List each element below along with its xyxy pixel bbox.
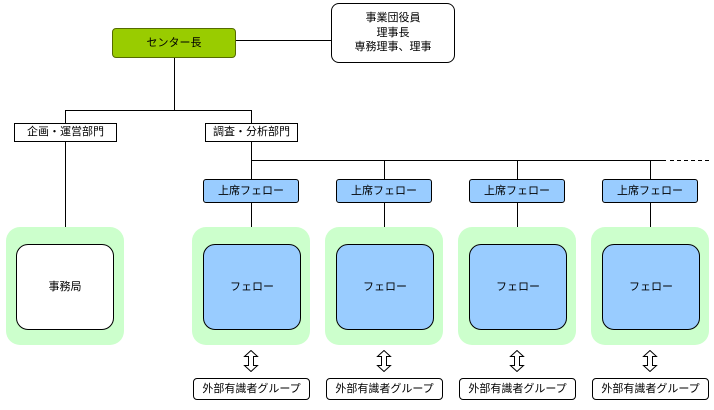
senior-fellow-label: 上席フェロー: [484, 183, 550, 197]
double-arrow-icon: [243, 350, 259, 372]
research-department-box: 調査・分析部門: [205, 123, 298, 142]
director-label: センター長: [146, 35, 202, 49]
research-department-label: 調査・分析部門: [213, 125, 290, 139]
board-line: 理事長: [376, 25, 410, 39]
fellow-label: フェロー: [496, 279, 540, 293]
fellow-box: フェロー: [602, 244, 700, 330]
director-box: センター長: [112, 28, 236, 58]
external-group-box: 外部有識者グループ: [459, 378, 576, 400]
board-box: 事業団役員 理事長 専務理事、理事: [331, 3, 455, 63]
external-group-box: 外部有識者グループ: [592, 378, 709, 400]
external-group-box: 外部有識者グループ: [326, 378, 443, 400]
fellow-label: フェロー: [629, 279, 673, 293]
board-line: 事業団役員: [365, 10, 421, 24]
senior-fellow-label: 上席フェロー: [351, 183, 417, 197]
fellow-label: フェロー: [363, 279, 407, 293]
fellow-label: フェロー: [230, 279, 274, 293]
senior-fellow-box: 上席フェロー: [602, 179, 698, 203]
external-group-label: 外部有識者グループ: [468, 381, 567, 395]
senior-fellow-label: 上席フェロー: [218, 183, 284, 197]
double-arrow-icon: [376, 350, 392, 372]
external-group-box: 外部有識者グループ: [193, 378, 310, 400]
office-box: 事務局: [16, 244, 114, 330]
planning-department-box: 企画・運営部門: [14, 123, 117, 142]
external-group-label: 外部有識者グループ: [335, 381, 434, 395]
fellow-box: フェロー: [203, 244, 301, 330]
senior-fellow-box: 上席フェロー: [469, 179, 565, 203]
board-line: 専務理事、理事: [354, 40, 432, 54]
fellow-box: フェロー: [469, 244, 567, 330]
double-arrow-icon: [509, 350, 525, 372]
fellow-box: フェロー: [336, 244, 434, 330]
senior-fellow-box: 上席フェロー: [203, 179, 299, 203]
external-group-label: 外部有識者グループ: [202, 381, 301, 395]
senior-fellow-label: 上席フェロー: [617, 183, 683, 197]
planning-department-label: 企画・運営部門: [27, 125, 104, 139]
senior-fellow-box: 上席フェロー: [336, 179, 432, 203]
office-label: 事務局: [48, 279, 82, 293]
external-group-label: 外部有識者グループ: [601, 381, 700, 395]
double-arrow-icon: [642, 350, 658, 372]
